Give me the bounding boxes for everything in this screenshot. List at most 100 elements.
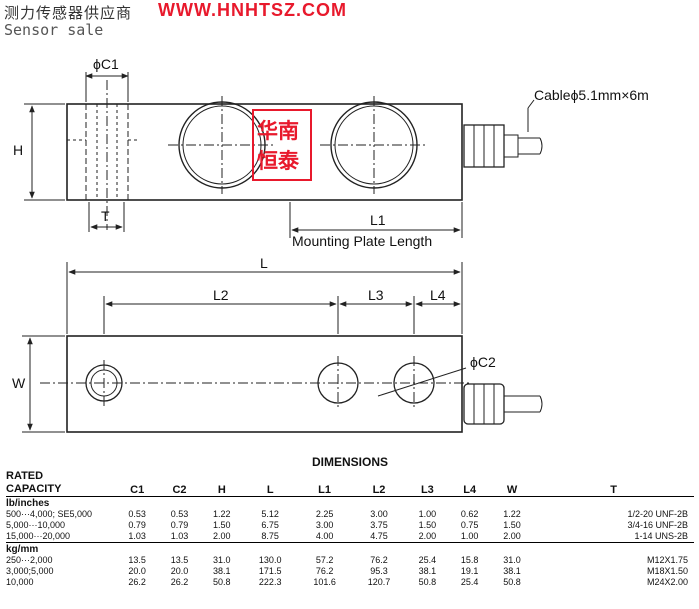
column-header: L — [266, 484, 274, 496]
label-l2: L2 — [213, 287, 229, 303]
column-header: C2 — [172, 484, 187, 496]
svg-text:恒泰: 恒泰 — [257, 149, 300, 173]
svg-text:华南: 华南 — [257, 119, 299, 143]
column-header: C1 — [130, 484, 145, 496]
value-cell: 13.5 — [170, 555, 189, 565]
value-cell: M12X1.75 — [646, 555, 688, 565]
label-h: H — [13, 142, 23, 158]
value-cell: 4.00 — [315, 531, 334, 541]
label-mounting: Mounting Plate Length — [292, 233, 432, 249]
value-cell: 20.0 — [128, 566, 146, 576]
value-cell: 1.50 — [418, 520, 437, 530]
unit-label: lb/inches — [6, 496, 694, 509]
value-cell: 0.79 — [128, 520, 146, 530]
value-cell: 2.25 — [315, 509, 334, 519]
column-header: L3 — [420, 484, 434, 496]
value-cell: 2.00 — [213, 531, 231, 541]
table-row: 5,000···10,000 0.79 0.79 1.50 6.75 3.00 3.75 1.… — [6, 520, 694, 531]
value-cell: 76.2 — [315, 566, 334, 576]
value-cell: 50.8 — [213, 577, 231, 587]
value-cell: 0.62 — [460, 509, 479, 519]
capacity-cell: 15,000···20,000 — [6, 531, 71, 541]
value-cell: 1/2-20 UNF-2B — [627, 509, 688, 519]
value-cell: 3.00 — [370, 509, 388, 519]
value-cell: 0.53 — [128, 509, 146, 519]
company-stamp: 华南 恒泰 — [252, 109, 312, 181]
value-cell: 26.2 — [170, 577, 189, 587]
value-cell: 3.75 — [370, 520, 388, 530]
value-cell: 2.00 — [418, 531, 437, 541]
value-cell: 31.0 — [503, 555, 521, 565]
value-cell: 0.53 — [170, 509, 189, 519]
capacity-cell: 500···4,000; SE5,000 — [6, 509, 93, 519]
value-cell: 8.75 — [261, 531, 279, 541]
label-l1: L1 — [370, 212, 386, 228]
label-l3: L3 — [368, 287, 384, 303]
value-cell: 120.7 — [367, 577, 391, 587]
bottom-view-body — [66, 335, 463, 433]
website-url[interactable]: WWW.HNHTSZ.COM — [158, 0, 347, 20]
label-w: W — [12, 375, 26, 391]
value-cell: 101.6 — [313, 577, 336, 587]
value-cell: 50.8 — [503, 577, 521, 587]
subtitle: Sensor sale — [4, 21, 104, 39]
value-cell: 95.3 — [370, 566, 388, 576]
value-cell: M24X2.00 — [646, 577, 688, 587]
value-cell: 1.00 — [418, 509, 437, 519]
capacity-cell: 10,000 — [6, 577, 34, 587]
value-cell: M18X1.50 — [646, 566, 688, 576]
value-cell: 76.2 — [370, 555, 388, 565]
value-cell: 38.1 — [213, 566, 231, 576]
value-cell: 13.5 — [128, 555, 146, 565]
capacity-cell: 5,000···10,000 — [6, 520, 66, 530]
label-c1: ϕC1 — [93, 56, 119, 72]
value-cell: 38.1 — [418, 566, 437, 576]
value-cell: 1.22 — [213, 509, 231, 519]
column-header: T — [610, 484, 617, 496]
value-cell: 1-14 UNS-2B — [634, 531, 688, 541]
value-cell: 3/4-16 UNF-2B — [627, 520, 688, 530]
column-header: L4 — [463, 484, 477, 496]
value-cell: 0.79 — [170, 520, 189, 530]
label-cable: Cableϕ5.1mm×6m — [534, 87, 649, 103]
value-cell: 0.75 — [460, 520, 479, 530]
company-name: 测力传感器供应商 — [4, 4, 133, 22]
technical-drawing: 华南 恒泰 ϕC1 H T L1 Mounting Plate Length C… — [12, 56, 649, 433]
column-header: L1 — [318, 484, 332, 496]
value-cell: 38.1 — [503, 566, 521, 576]
value-cell: 31.0 — [213, 555, 231, 565]
label-l: L — [260, 255, 268, 271]
value-cell: 25.4 — [418, 555, 437, 565]
top-view-body — [66, 103, 463, 201]
value-cell: 2.00 — [503, 531, 521, 541]
value-cell: 15.8 — [460, 555, 479, 565]
value-cell: 6.75 — [261, 520, 279, 530]
value-cell: 1.50 — [213, 520, 231, 530]
table-row: 500···4,000; SE5,000 0.53 0.53 1.22 5.12 2.25… — [6, 509, 694, 520]
capacity-cell: 3,000;5,000 — [6, 566, 54, 576]
label-c2: ϕC2 — [470, 354, 496, 370]
unit-label: kg/mm — [6, 542, 694, 555]
value-cell: 130.0 — [258, 555, 282, 565]
capacity-cell: 250···2,000 — [6, 555, 53, 565]
value-cell: 50.8 — [418, 577, 437, 587]
dimensions-title: DIMENSIONS — [312, 455, 389, 469]
column-header: W — [506, 484, 518, 496]
column-header: H — [217, 484, 226, 496]
value-cell: 1.22 — [503, 509, 521, 519]
value-cell: 171.5 — [258, 566, 282, 576]
label-l4: L4 — [430, 287, 446, 303]
value-cell: 19.1 — [460, 566, 479, 576]
value-cell: 5.12 — [261, 509, 279, 519]
value-cell: 1.00 — [460, 531, 479, 541]
value-cell: 4.75 — [370, 531, 388, 541]
label-t: T — [101, 208, 110, 224]
value-cell: 3.00 — [315, 520, 334, 530]
value-cell: 222.3 — [258, 577, 282, 587]
